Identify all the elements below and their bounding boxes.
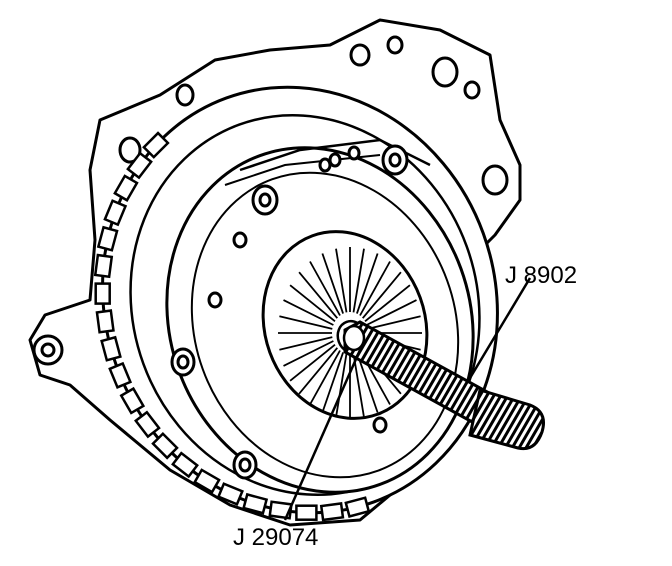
spring-finger [367, 315, 421, 330]
spring-finger [298, 347, 338, 395]
spring-finger [335, 353, 348, 418]
spring-finger [364, 284, 411, 323]
callout-j8902: J 8902 [505, 262, 577, 289]
spring-finger [321, 253, 344, 314]
pressure-plate-bolts [170, 144, 409, 480]
spring-finger [309, 261, 341, 316]
gear-tooth [151, 432, 179, 460]
gear-tooth [216, 482, 244, 506]
leader-line-j8902 [468, 277, 532, 379]
leader-lines [283, 277, 532, 521]
leader-line-j29074 [283, 349, 362, 521]
spring-finger [352, 248, 365, 313]
callout-j29074: J 29074 [233, 524, 318, 551]
spring-finger [289, 343, 336, 382]
gear-tooth [171, 451, 199, 479]
alignment-tool-j8902 [342, 320, 545, 451]
spring-finger [289, 284, 336, 323]
gear-tooth [95, 309, 115, 334]
spring-finger [283, 340, 334, 367]
spring-finger [335, 248, 348, 313]
gear-tooth [268, 500, 293, 520]
gear-tooth [108, 361, 133, 389]
gear-tooth [134, 410, 161, 439]
spring-finger [279, 315, 333, 330]
gear-tooth [295, 504, 318, 521]
gear-tooth [93, 253, 114, 279]
gear-tooth [126, 151, 153, 180]
gear-tooth [96, 225, 119, 252]
spring-finger [283, 299, 334, 326]
spring-finger [362, 271, 402, 319]
spring-finger [359, 261, 391, 316]
gear-tooth [119, 386, 146, 415]
spring-finger [309, 350, 341, 405]
gear-tooth [142, 131, 170, 159]
spring-finger [279, 336, 333, 351]
spring-finger [352, 353, 365, 418]
spring-finger [356, 352, 379, 413]
spring-finger [356, 253, 379, 314]
gear-tooth [113, 174, 139, 202]
gear-tooth [242, 492, 269, 515]
gear-tooth [193, 468, 221, 494]
spring-finger [298, 271, 338, 319]
gear-tooth [103, 199, 128, 227]
gear-tooth [94, 282, 111, 305]
spring-finger [321, 352, 344, 413]
gear-tooth [100, 335, 122, 362]
gear-tooth [319, 502, 345, 522]
gear-tooth [344, 496, 371, 518]
spring-finger [366, 299, 417, 326]
